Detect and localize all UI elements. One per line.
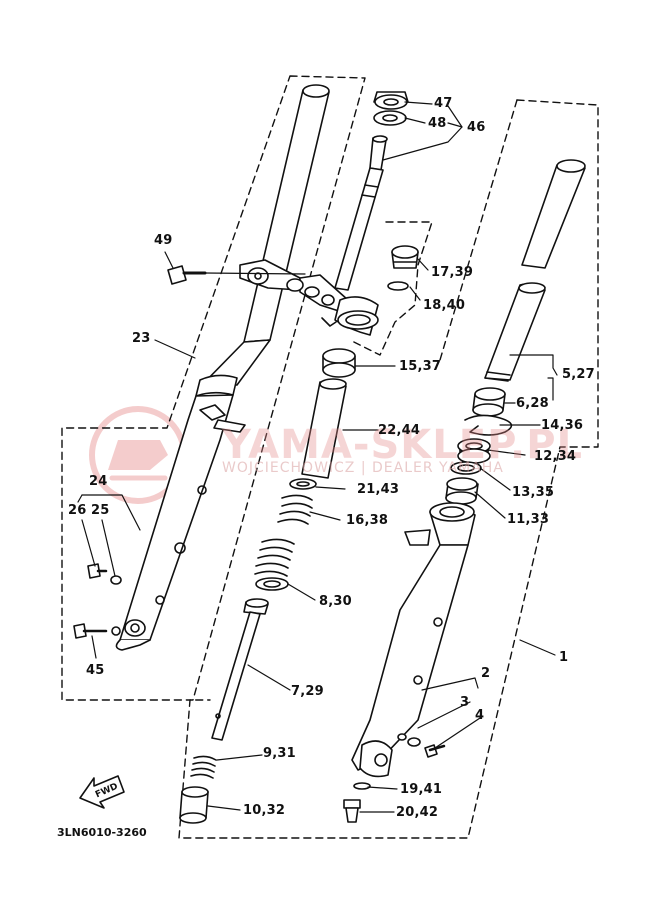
oil-lock-piece-10-32 — [179, 786, 209, 824]
washer-3 — [407, 737, 421, 747]
watermark-subtitle: WOJCIECHOWICZ | DEALER YAMAHA — [222, 460, 504, 476]
damper-rod-7-29 — [211, 598, 269, 741]
callout-16-38: 16,38 — [346, 513, 389, 528]
callout-47: 47 — [434, 96, 453, 111]
oil-seal-15-37 — [322, 348, 356, 378]
fork-spring-16-38 — [254, 494, 313, 577]
left-assembly-boundary — [61, 75, 366, 701]
callout-12-34: 12,34 — [534, 449, 577, 464]
callout-2: 2 — [481, 666, 491, 681]
callout-25: 25 — [91, 503, 110, 518]
steering-nut-47 — [373, 91, 409, 110]
callout-23: 23 — [132, 331, 151, 346]
callout-14-36: 14,36 — [541, 418, 584, 433]
washer-48 — [373, 110, 407, 126]
callout-8-30: 8,30 — [319, 594, 352, 609]
callout-45: 45 — [86, 663, 105, 678]
slide-metal-6-28 — [472, 387, 506, 417]
upper-bracket — [239, 259, 349, 327]
slide-metal-11-33 — [445, 477, 479, 505]
callout-17-39: 17,39 — [431, 265, 474, 280]
fwd-arrow-icon — [79, 775, 125, 809]
callout-49: 49 — [154, 233, 173, 248]
callout-5-27: 5,27 — [562, 367, 595, 382]
callout-11-33: 11,33 — [507, 512, 550, 527]
callout-20-42: 20,42 — [396, 805, 439, 820]
callout-15-37: 15,37 — [399, 359, 442, 374]
spacer-22-44 — [301, 378, 347, 479]
oil-seal-12-34 — [457, 438, 491, 464]
callout-9-31: 9,31 — [263, 746, 296, 761]
washer-2 — [397, 733, 407, 741]
callout-22-44: 22,44 — [378, 423, 421, 438]
washer-25 — [110, 575, 122, 585]
damper-rod-ring-8-30 — [255, 577, 289, 591]
cap-bolt-17-39 — [391, 245, 419, 269]
callout-4: 4 — [475, 708, 485, 723]
left-fork-outer-tube — [115, 84, 330, 651]
screw-4 — [424, 744, 446, 758]
callout-46: 46 — [467, 120, 486, 135]
callout-13-35: 13,35 — [512, 485, 555, 500]
steering-stem — [334, 135, 388, 336]
washer-21-43 — [289, 478, 317, 490]
callout-6-28: 6,28 — [516, 396, 549, 411]
o-ring-18-40 — [387, 281, 409, 291]
bolt-49 — [167, 265, 207, 285]
bolt-26 — [87, 563, 108, 579]
inner-tube-5-27 — [484, 159, 586, 382]
outer-tube-1 — [351, 502, 476, 778]
rebound-spring-9-31 — [190, 755, 217, 779]
callout-10-32: 10,32 — [243, 803, 286, 818]
callout-3: 3 — [460, 695, 470, 710]
callout-24: 24 — [89, 474, 108, 489]
callout-18-40: 18,40 — [423, 298, 466, 313]
callout-19-41: 19,41 — [400, 782, 443, 797]
callout-26: 26 — [68, 503, 87, 518]
leader-lines — [77, 101, 558, 813]
callout-21-43: 21,43 — [357, 482, 400, 497]
bolt-45 — [73, 623, 121, 639]
inner-group-boundary — [349, 221, 433, 356]
right-assembly-boundary — [178, 99, 599, 839]
watermark-title: YAMA-SKLEP.PL — [222, 422, 584, 468]
callout-48: 48 — [428, 116, 447, 131]
diagram-code: 3LN6010-3260 — [57, 826, 147, 839]
callout-1: 1 — [559, 650, 569, 665]
bolt-20-42 — [343, 799, 361, 823]
gasket-19-41 — [353, 782, 371, 790]
callout-7-29: 7,29 — [291, 684, 324, 699]
